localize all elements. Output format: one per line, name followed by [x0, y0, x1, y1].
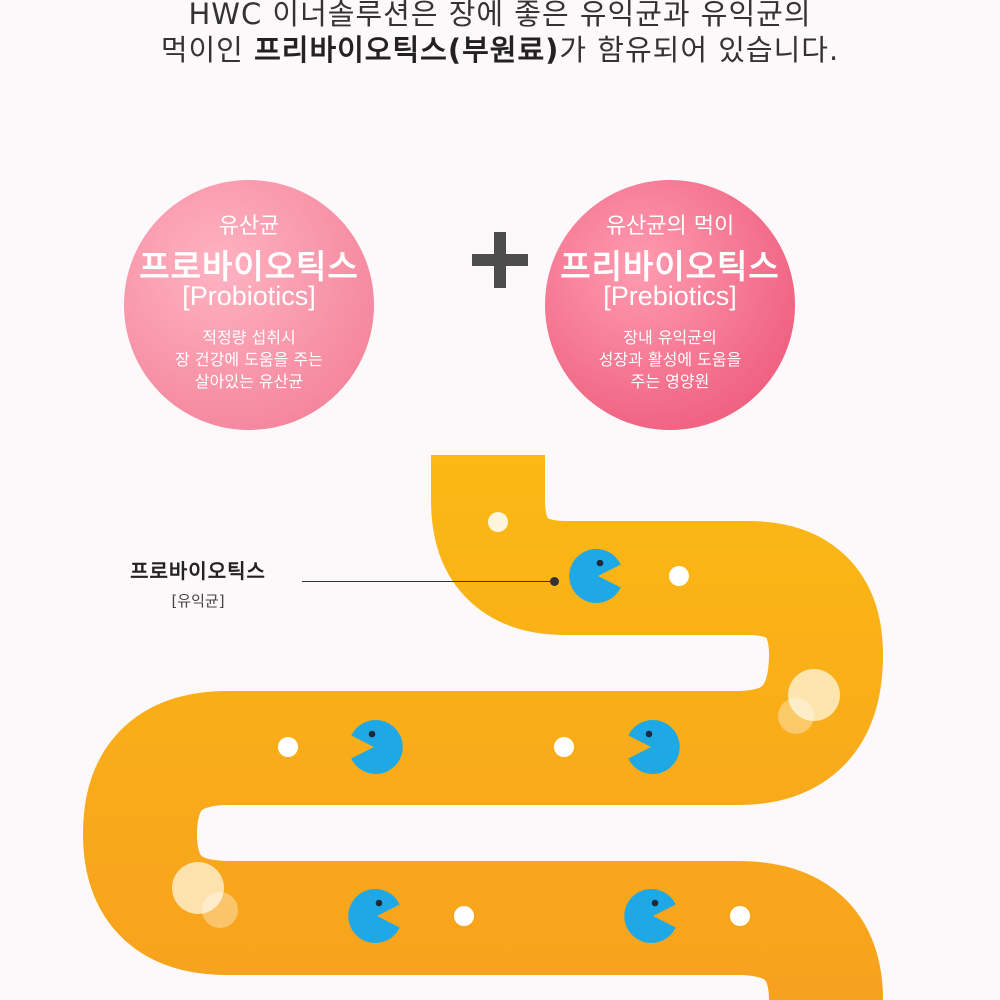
bubble [778, 698, 814, 734]
pacman-icon [569, 549, 621, 603]
headline: HWC 이너솔루션은 장에 좋은 유익균과 유익균의 먹이인 프리바이오틱스(부… [0, 0, 1000, 68]
bubble [202, 892, 238, 928]
probiotics-description: 적정량 섭취시 장 건강에 도움을 주는 살아있는 유산균 [124, 327, 374, 393]
food-pellet [730, 906, 750, 926]
prebiotics-english: [Prebiotics] [603, 281, 737, 311]
pacman-icon [624, 889, 676, 943]
bubble [172, 862, 224, 914]
plus-icon-bar-v [494, 232, 506, 288]
food-pellet [669, 566, 689, 586]
probiotics-desc-line: 장 건강에 도움을 주는 [175, 350, 323, 369]
probiotics-callout: 프로바이오틱스 [유익균] [108, 555, 288, 611]
food-pellet [554, 737, 574, 757]
food-pellet [454, 906, 474, 926]
prebiotics-title: 프리바이오틱스 [560, 247, 780, 286]
probiotics-circle: 유산균 프로바이오틱스 [Probiotics] 적정량 섭취시 장 건강에 도… [124, 180, 374, 430]
intestine-path [83, 443, 883, 1000]
headline-line-2: 먹이인 프리바이오틱스(부원료)가 함유되어 있습니다. [0, 32, 1000, 68]
pacman-icon [351, 720, 403, 774]
pacman-icon [628, 720, 680, 774]
headline-line-2-post: 가 함유되어 있습니다. [559, 33, 840, 67]
probiotics-title: 프로바이오틱스 [139, 247, 359, 286]
prebiotics-description: 장내 유익균의 성장과 활성에 도움을 주는 영양원 [545, 327, 795, 393]
prebiotics-subtitle: 유산균의 먹이 [605, 214, 735, 239]
callout-subtitle: [유익균] [171, 592, 225, 610]
headline-line-1: HWC 이너솔루션은 장에 좋은 유익균과 유익균의 [188, 0, 812, 31]
callout-leader-dot [550, 577, 559, 586]
prebiotics-circle: 유산균의 먹이 프리바이오틱스 [Prebiotics] 장내 유익균의 성장과… [545, 180, 795, 430]
plus-icon [472, 232, 528, 288]
bubble [788, 669, 840, 721]
probiotics-desc-line: 살아있는 유산균 [194, 372, 304, 391]
callout-title: 프로바이오틱스 [130, 559, 266, 583]
food-pellet [278, 737, 298, 757]
probiotics-english: [Probiotics] [182, 281, 316, 311]
pacman-icon [348, 889, 400, 943]
headline-line-2-pre: 먹이인 [160, 33, 255, 67]
headline-highlight: 프리바이오틱스(부원료) [254, 33, 560, 67]
food-pellet [488, 512, 508, 532]
prebiotics-desc-line: 주는 영양원 [630, 372, 710, 391]
callout-leader-line [302, 581, 554, 582]
probiotics-desc-line: 적정량 섭취시 [202, 328, 296, 347]
prebiotics-desc-line: 성장과 활성에 도움을 [598, 350, 742, 369]
prebiotics-desc-line: 장내 유익균의 [623, 328, 717, 347]
probiotics-subtitle: 유산균 [218, 214, 280, 239]
